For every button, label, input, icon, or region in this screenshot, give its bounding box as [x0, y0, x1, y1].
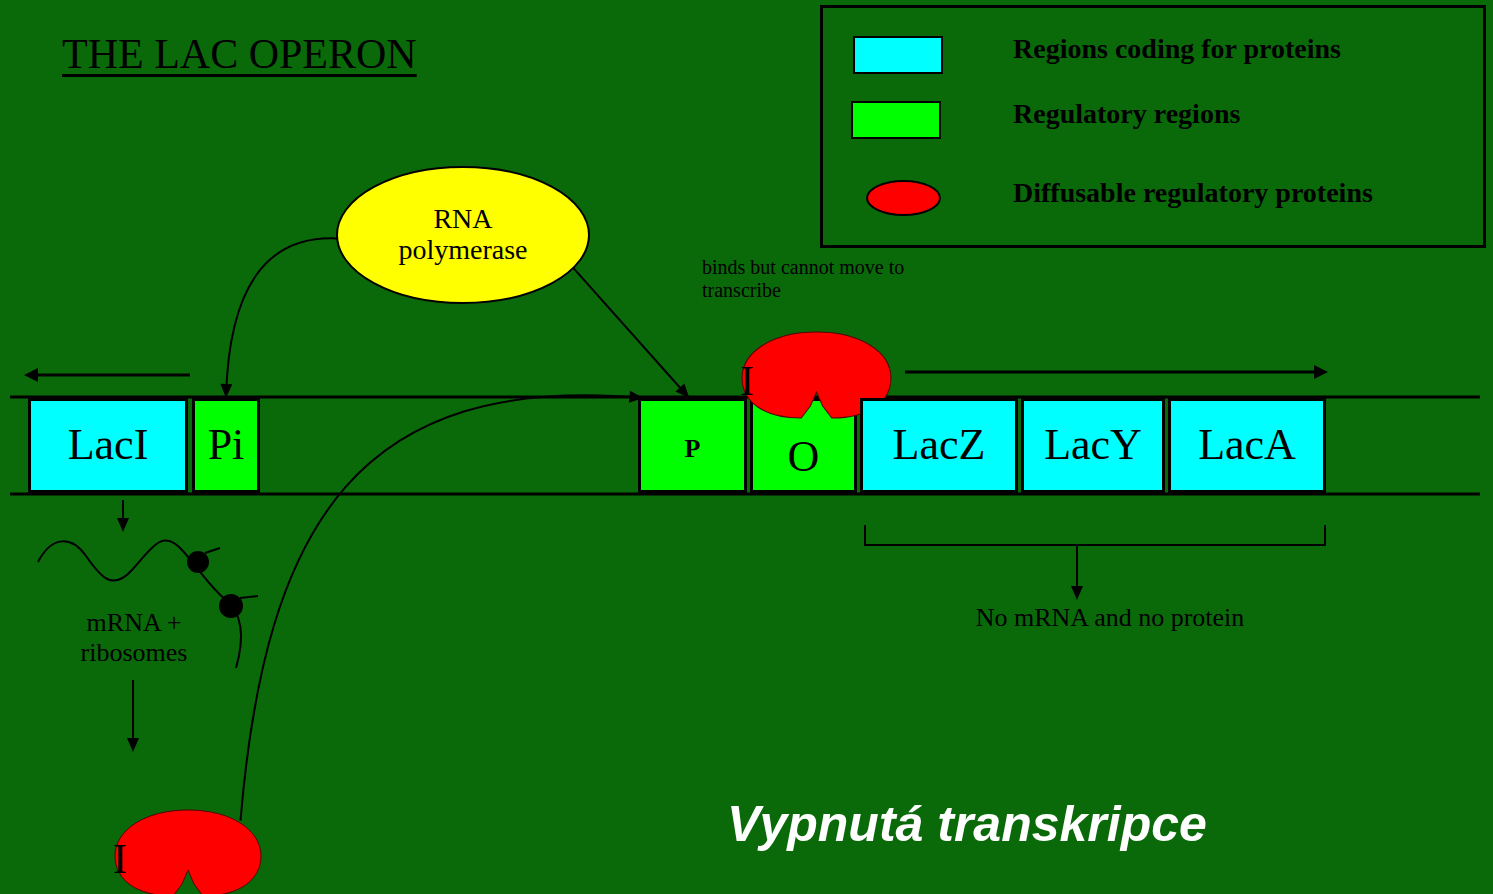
- repressor-fill: [115, 810, 261, 894]
- gene-box: LacI: [28, 398, 188, 493]
- legend-swatch: [866, 180, 941, 216]
- down-arrow: [122, 500, 124, 520]
- legend-text: Diffusable regulatory proteins: [1013, 178, 1373, 209]
- legend-text: Regions coding for proteins: [1013, 34, 1341, 65]
- connector: [241, 391, 644, 821]
- connector-line: [241, 395, 644, 820]
- caption: Vypnutá transkripce: [727, 796, 1207, 854]
- arrow-head: [1071, 586, 1083, 600]
- legend-text: Regulatory regions: [1013, 99, 1240, 130]
- repressor-outline: [113, 808, 263, 894]
- arrow-head: [1314, 365, 1328, 379]
- ribosome: [219, 594, 243, 618]
- arrow-head: [220, 384, 232, 398]
- node-label: LacY: [1044, 421, 1142, 469]
- rna-polymerase-ellipse: RNA polymerase: [335, 165, 591, 305]
- connector: [573, 268, 689, 398]
- node-label: O: [788, 433, 820, 481]
- arrow-head: [24, 368, 38, 382]
- ellipse-fill: [337, 167, 589, 303]
- transcription-direction-arrow: [36, 374, 190, 377]
- legend-box: Regions coding for proteinsRegulatory re…: [820, 5, 1486, 248]
- connector-line: [573, 268, 689, 398]
- node-label: Pi: [208, 421, 245, 469]
- legend-swatch: [853, 36, 943, 74]
- gene-box: LacY: [1021, 398, 1165, 493]
- node-label: RNA polymerase: [378, 204, 548, 266]
- note-label: No mRNA and no protein: [905, 603, 1315, 633]
- ribosome: [187, 551, 209, 573]
- gene-box: LacZ: [860, 398, 1018, 493]
- promoter-box: Pi: [192, 398, 260, 493]
- legend-swatch: [851, 101, 941, 139]
- gene-box: LacA: [1168, 398, 1326, 493]
- node-label: LacZ: [893, 421, 986, 469]
- gene-bracket: [865, 525, 1325, 545]
- mrna-strand: [38, 540, 241, 668]
- connector: [220, 238, 337, 398]
- repressor-protein: I: [113, 808, 263, 894]
- down-arrow: [1076, 545, 1078, 588]
- transcription-direction-arrow: [905, 371, 1314, 374]
- promoter-box: P: [638, 398, 747, 493]
- down-arrow: [132, 680, 134, 740]
- node-label: I: [113, 836, 127, 882]
- node-label: P: [685, 435, 701, 464]
- peptide-chain: [240, 596, 258, 598]
- peptide-chain: [205, 548, 220, 553]
- connector-line: [226, 238, 337, 398]
- arrow-head: [127, 738, 139, 752]
- arrow-head: [675, 384, 689, 398]
- arrow-head: [117, 518, 129, 532]
- node-label: LacA: [1198, 421, 1296, 469]
- diagram-title: THE LAC OPERON: [62, 30, 417, 78]
- node-label: LacI: [68, 421, 149, 469]
- mrna-label: mRNA + ribosomes: [78, 608, 190, 668]
- node-label: I: [740, 358, 754, 404]
- edge-label: binds but cannot move to transcribe: [702, 256, 952, 302]
